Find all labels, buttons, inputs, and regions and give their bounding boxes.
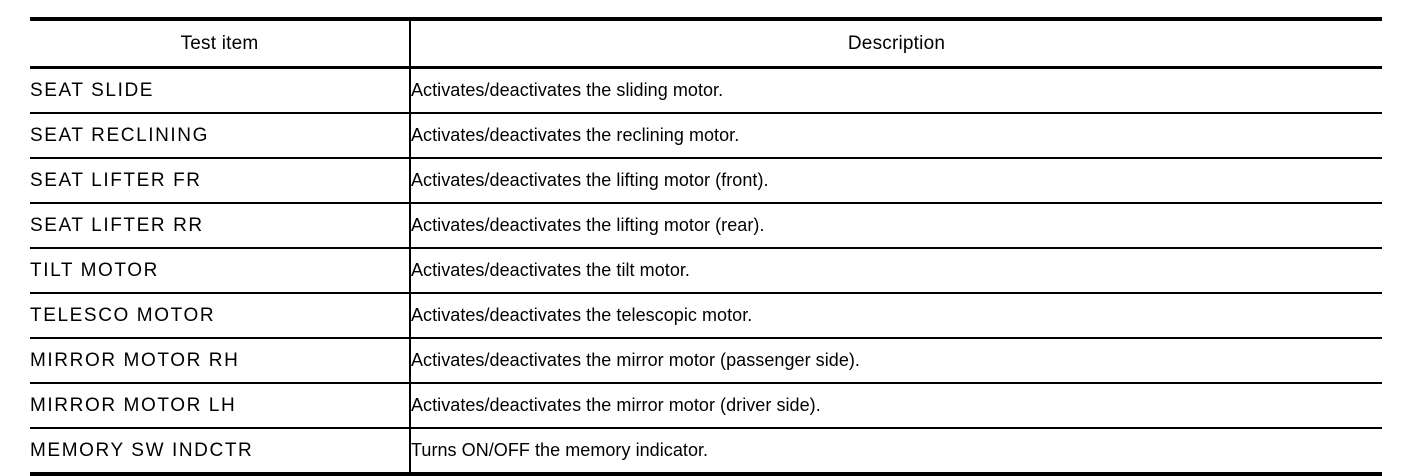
cell-test-item: MIRROR MOTOR RH <box>30 338 410 384</box>
table-body: SEAT SLIDE Activates/deactivates the sli… <box>30 67 1382 474</box>
table-row: TILT MOTOR Activates/deactivates the til… <box>30 248 1382 294</box>
cell-description: Activates/deactivates the mirror motor (… <box>409 338 1382 384</box>
table-row: SEAT LIFTER FR Activates/deactivates the… <box>30 158 1382 204</box>
cell-test-item: MIRROR MOTOR LH <box>30 383 410 429</box>
cell-test-item: TELESCO MOTOR <box>30 293 410 339</box>
table-container: Test item Description SEAT SLIDE Activat… <box>30 17 1382 476</box>
column-header-description: Description <box>409 19 1382 69</box>
table-row: MIRROR MOTOR LH Activates/deactivates th… <box>30 383 1382 429</box>
cell-description: Activates/deactivates the tilt motor. <box>409 248 1382 294</box>
cell-description: Activates/deactivates the reclining moto… <box>409 113 1382 159</box>
table-row: MIRROR MOTOR RH Activates/deactivates th… <box>30 338 1382 384</box>
cell-test-item: SEAT LIFTER FR <box>30 158 410 204</box>
cell-description: Turns ON/OFF the memory indicator. <box>409 428 1382 474</box>
table-header-row: Test item Description <box>30 19 1382 69</box>
cell-description: Activates/deactivates the lifting motor … <box>409 158 1382 204</box>
cell-test-item: SEAT LIFTER RR <box>30 203 410 249</box>
cell-description: Activates/deactivates the lifting motor … <box>409 203 1382 249</box>
cell-test-item: MEMORY SW INDCTR <box>30 439 254 461</box>
cell-test-item: TILT MOTOR <box>30 248 410 294</box>
table-row: SEAT SLIDE Activates/deactivates the sli… <box>30 67 1382 114</box>
cell-description: Activates/deactivates the telescopic mot… <box>409 293 1382 339</box>
table-row: TELESCO MOTOR Activates/deactivates the … <box>30 293 1382 339</box>
column-header-test-item: Test item <box>30 19 410 69</box>
test-item-description-table: Test item Description SEAT SLIDE Activat… <box>30 17 1382 476</box>
cell-test-item: SEAT SLIDE <box>30 67 410 114</box>
table-row: MEMORY SW INDCTR Turns ON/OFF the memory… <box>30 428 1382 474</box>
table-row: SEAT LIFTER RR Activates/deactivates the… <box>30 203 1382 249</box>
cell-test-item: SEAT RECLINING <box>30 113 410 159</box>
table-header: Test item Description <box>30 19 1382 69</box>
cell-description: Activates/deactivates the mirror motor (… <box>409 383 1382 429</box>
table-row: SEAT RECLINING Activates/deactivates the… <box>30 113 1382 159</box>
cell-description: Activates/deactivates the sliding motor. <box>409 67 1382 114</box>
